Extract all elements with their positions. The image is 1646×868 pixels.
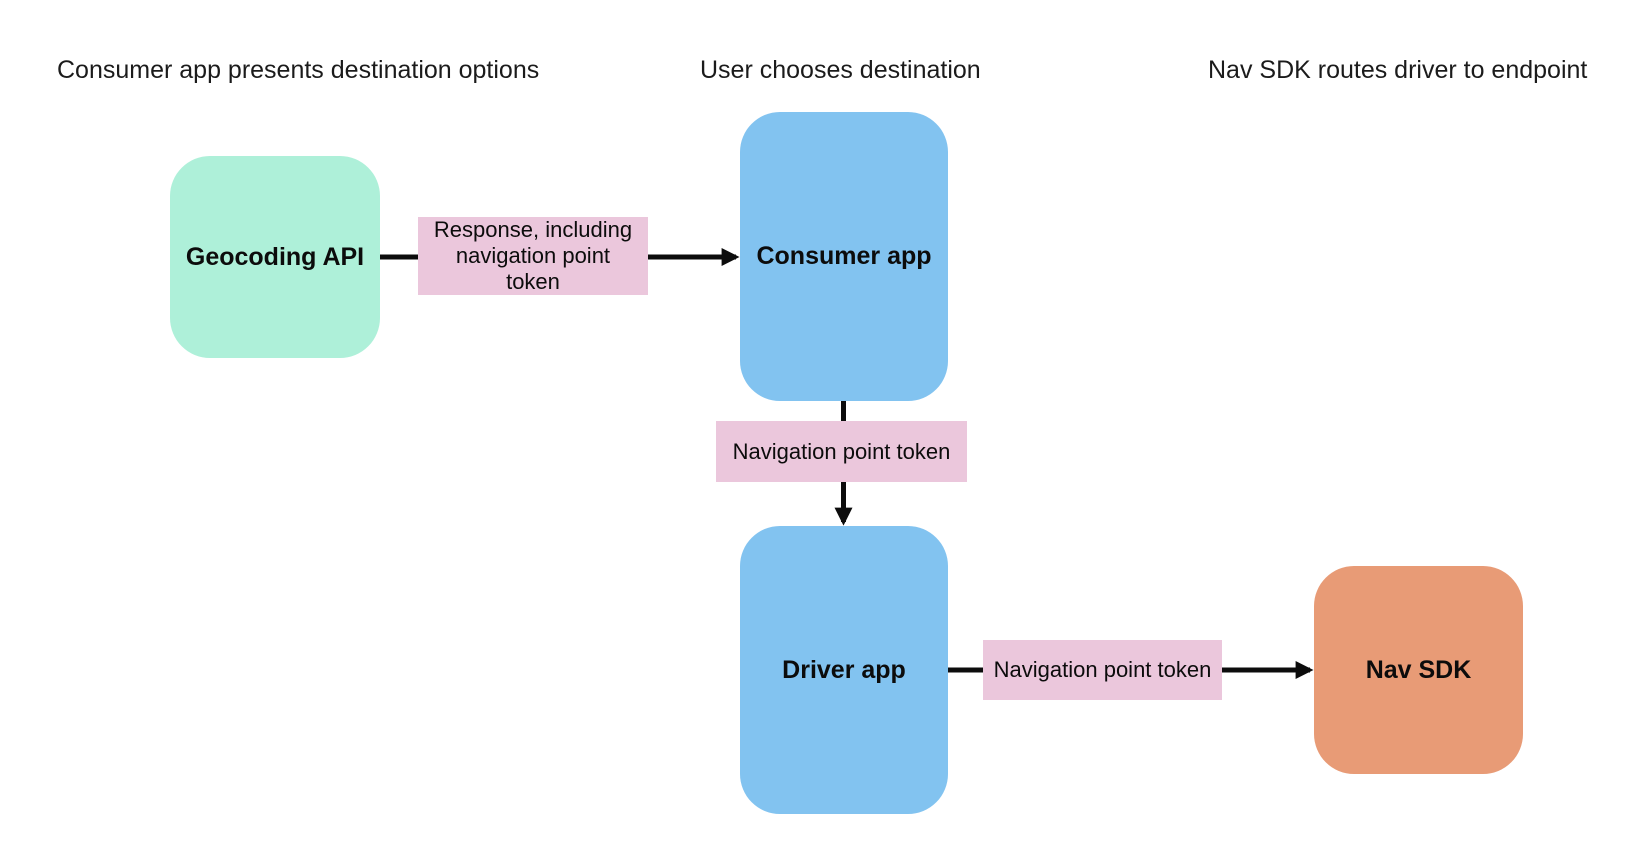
edge-label-navigation-point-token-2: Navigation point token <box>983 640 1222 700</box>
node-nav-sdk-label: Nav SDK <box>1365 655 1472 684</box>
node-geocoding-api: Geocoding API <box>170 156 380 358</box>
edge-label-response-including-token: Response, including navigation point tok… <box>418 217 648 295</box>
node-nav-sdk: Nav SDK <box>1314 566 1523 774</box>
node-consumer-app: Consumer app <box>740 112 948 401</box>
edge-label-navigation-point-token-1: Navigation point token <box>716 421 967 482</box>
node-consumer-app-label: Consumer app <box>756 242 932 270</box>
column-header-consumer-presents: Consumer app presents destination option… <box>57 56 540 84</box>
column-header-user-chooses: User chooses destination <box>700 56 981 84</box>
node-driver-app-label: Driver app <box>782 655 906 684</box>
node-driver-app: Driver app <box>740 526 948 814</box>
node-geocoding-api-label: Geocoding API <box>185 242 365 271</box>
column-header-navsdk-routes: Nav SDK routes driver to endpoint <box>1208 56 1588 84</box>
